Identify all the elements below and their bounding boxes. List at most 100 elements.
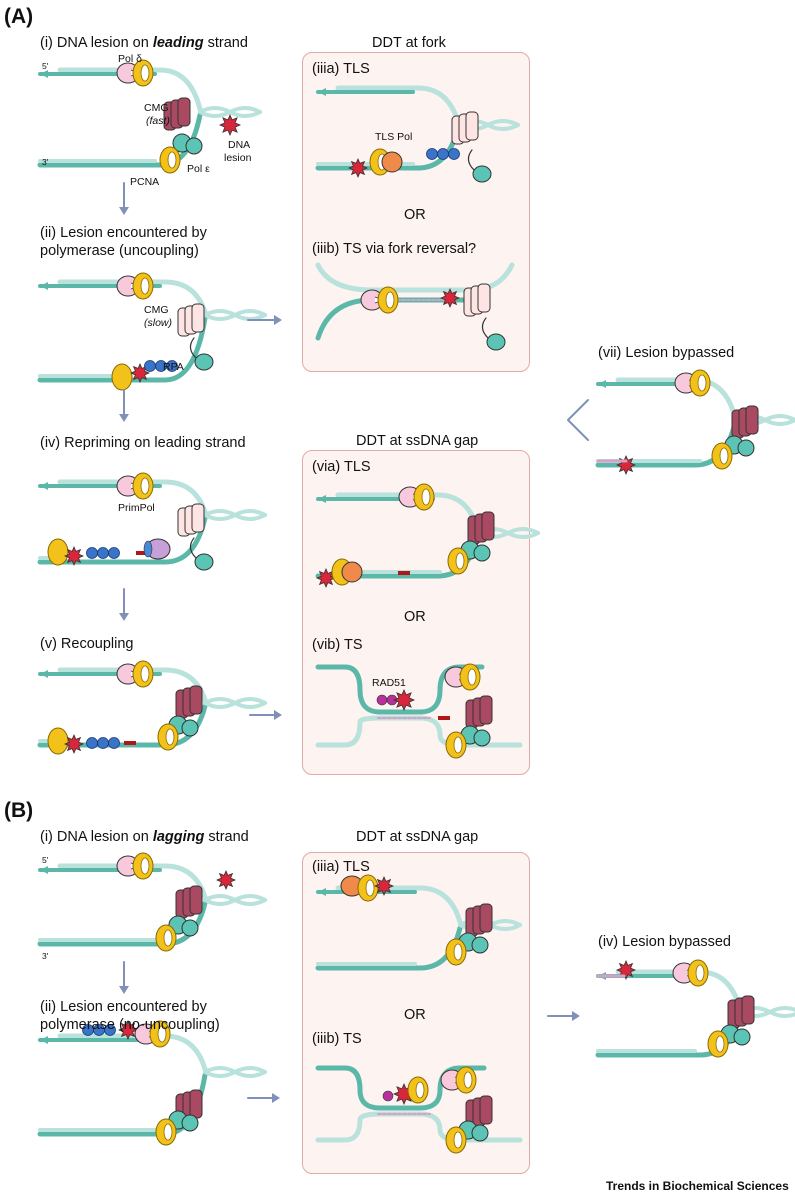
pol-epsilon-tail: [486, 333, 506, 351]
nascent-top-arrow: [318, 88, 326, 96]
a-label-dna: DNA: [228, 139, 251, 151]
unwound-duplex-2: [203, 509, 267, 521]
unwound-duplex-2: [203, 309, 267, 321]
rpa-bead: [97, 547, 109, 559]
pcna-hole: [157, 1025, 167, 1043]
pcna-hole: [140, 64, 150, 82]
a-label-fast: (fast): [146, 115, 170, 127]
pcna-ring: [47, 538, 69, 566]
a-label-cmg: CMG: [144, 102, 169, 114]
a-or-2: OR: [404, 609, 426, 625]
parental-strand-bottom: [37, 112, 203, 168]
nascent-top-arrow: [40, 482, 48, 490]
rad51-bead: [376, 694, 388, 706]
rpa-bead: [108, 737, 120, 749]
parental-strand-top: [57, 863, 208, 900]
pol-epsilon-2: [737, 439, 755, 457]
rpa-bead: [437, 148, 449, 160]
a-label-rpa: RPA: [163, 361, 184, 373]
dna-lesion: [315, 567, 337, 589]
b-label-5prime: 5': [42, 855, 49, 865]
rpa-bead: [448, 148, 460, 160]
cmg-subunit: [189, 1089, 203, 1119]
b-label-3prime: 3': [42, 951, 49, 961]
a-label-5prime: 5': [42, 61, 49, 71]
rad51-bead: [382, 1090, 394, 1102]
pcna-hole: [140, 857, 150, 875]
rpa-bead: [108, 547, 120, 559]
unwound-duplex-2: [203, 1066, 267, 1078]
tls-polymerase: [381, 151, 403, 173]
a-step-i-title: (i) DNA lesion on leading strand: [40, 35, 248, 51]
pcna-hole: [365, 879, 375, 897]
rpa-bead: [166, 360, 178, 372]
ddt-fork-box: [302, 52, 530, 372]
pol-epsilon-2: [471, 936, 489, 954]
primer-bar: [438, 716, 450, 720]
a-step-via-title: (via) TLS: [312, 459, 371, 475]
dna-lesion: [392, 688, 416, 712]
a-label-rad51: RAD51: [372, 677, 406, 689]
pcna-hole: [165, 728, 175, 746]
dna-lesion: [615, 454, 637, 476]
tls-polymerase: [341, 561, 363, 583]
pcna-hole: [697, 374, 707, 392]
a-label-cmg2: CMG: [144, 304, 169, 316]
pcna-hole: [415, 1081, 425, 1099]
primer-bar: [124, 741, 136, 745]
parental-strand-top: [335, 85, 461, 125]
a-label-primpol: PrimPol: [118, 502, 155, 514]
cmg-subunit: [479, 1095, 493, 1125]
cmg-subunit: [177, 97, 191, 127]
a-label-3prime: 3': [42, 157, 49, 167]
dna-lesion: [129, 362, 151, 384]
pcna-hole: [140, 277, 150, 295]
unwound-duplex-2: [198, 106, 262, 118]
a-step-iiib-title: (iiib) TS via fork reversal?: [312, 241, 477, 257]
arrow-head: [272, 1093, 280, 1103]
a-label-pol-delta: Pol δ: [118, 53, 142, 65]
a-step-iiia-title: (iiia) TLS: [312, 61, 370, 77]
pcna-hole: [385, 291, 395, 309]
arrow-head: [572, 1011, 580, 1021]
nascent-top-arrow: [40, 70, 48, 78]
b-step-ii-line1: (ii) Lesion encountered by: [40, 999, 207, 1015]
nascent-top-arrow: [598, 380, 606, 388]
pol-epsilon-tail: [194, 553, 214, 571]
parental-strand-bottom: [315, 925, 463, 971]
journal-footer: Trends in Biochemical Sciences: [606, 1179, 789, 1193]
pol-epsilon-tail: [472, 165, 492, 183]
template-switch-strand: [315, 664, 485, 715]
a-label-pcna: PCNA: [130, 176, 160, 188]
nascent-top-arrow: [40, 1036, 48, 1044]
cmg-subunit: [191, 503, 205, 533]
nascent-top-arrow: [318, 495, 326, 503]
parental-strand-top: [57, 667, 208, 703]
pol-epsilon-tail: [194, 353, 214, 371]
dna-lesion: [63, 733, 85, 755]
dna-lesion: [373, 875, 395, 897]
parental-strand-top: [57, 67, 203, 112]
pcna-hole: [467, 668, 477, 686]
arrow-head: [274, 315, 282, 325]
arrow-head: [274, 710, 282, 720]
pcna-hole: [463, 1071, 473, 1089]
a-step-vib-title: (vib) TS: [312, 637, 363, 653]
a-label-tls-pol: TLS Pol: [375, 131, 413, 143]
unwound-duplex-2: [203, 697, 267, 709]
cmg-subunit: [741, 995, 755, 1025]
parental-strand-top: [335, 885, 463, 925]
primpol-domain: [143, 540, 153, 558]
pcna-ring: [111, 363, 133, 391]
a-ddt-fork-title: DDT at fork: [372, 35, 446, 51]
polymerase-tether: [467, 149, 475, 171]
panel-b-letter: (B): [4, 799, 34, 822]
polymerase-tether: [189, 537, 197, 559]
pol-epsilon-2: [185, 137, 203, 155]
pol-epsilon-2: [181, 1114, 199, 1132]
pol-epsilon-2: [471, 1124, 489, 1142]
dna-lesion: [347, 157, 369, 179]
cmg-subunit: [477, 283, 491, 313]
pcna-hole: [695, 964, 705, 982]
a-step-ii-line2: polymerase (uncoupling): [40, 243, 199, 259]
